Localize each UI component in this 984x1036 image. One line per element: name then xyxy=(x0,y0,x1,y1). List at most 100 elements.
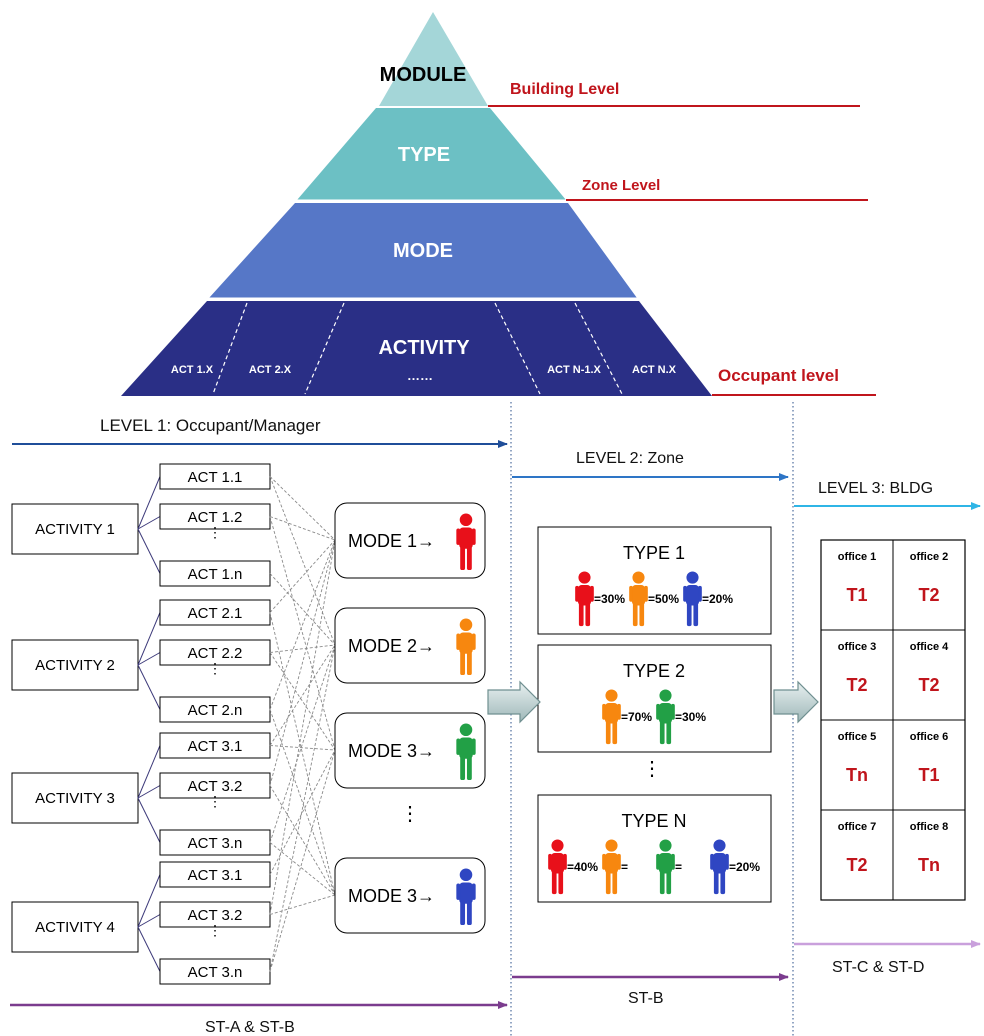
pyramid-act-nx: ACT N.X xyxy=(632,364,677,376)
act-label: ACT 3.2 xyxy=(188,778,243,795)
act-label: ACT 1.n xyxy=(188,566,243,583)
office-type: T2 xyxy=(918,675,939,695)
activity-act-link xyxy=(137,612,161,666)
act-box xyxy=(159,560,271,587)
act-box xyxy=(159,463,271,490)
mode-label: MODE 1→ xyxy=(348,531,435,551)
office-type: T2 xyxy=(846,675,867,695)
activity-act-link xyxy=(137,914,161,928)
level1-label: LEVEL 1: Occupant/Manager xyxy=(100,416,321,435)
modes-group: MODE 1→MODE 2→MODE 3→MODE 3→⋮ xyxy=(334,502,486,934)
act-mode-link xyxy=(269,785,336,896)
act-ellipsis: ⋮ xyxy=(208,524,222,540)
act-ellipsis: ⋮ xyxy=(208,922,222,938)
types-group: TYPE 1=30%=50%=20%TYPE 2=70%=30%TYPE N=4… xyxy=(537,526,772,903)
act-mode-link xyxy=(269,539,336,613)
pyramid-act-1x: ACT 1.X xyxy=(171,364,214,376)
office-name: office 7 xyxy=(838,821,877,833)
office-type: Tn xyxy=(918,855,940,875)
level-label-occupant: Occupant level xyxy=(718,366,839,385)
office-type: T1 xyxy=(846,585,867,605)
office-cell-border xyxy=(892,809,966,901)
activity-act-link xyxy=(137,745,161,799)
activity-act-link xyxy=(137,652,161,666)
mode-box xyxy=(334,712,486,789)
types-ellipsis: ⋮ xyxy=(642,758,662,780)
activity-act-link xyxy=(137,785,161,799)
office-cell: office 7T2 xyxy=(820,809,894,901)
level3-label: LEVEL 3: BLDG xyxy=(818,480,933,497)
act-label: ACT 3.2 xyxy=(188,907,243,924)
office-name: office 2 xyxy=(910,551,949,563)
activity-label: ACTIVITY 2 xyxy=(35,657,115,674)
act-mode-link xyxy=(269,573,336,646)
activity-label: ACTIVITY 4 xyxy=(35,919,115,936)
act-label: ACT 2.1 xyxy=(188,605,243,622)
act-box xyxy=(159,958,271,985)
act-mode-link xyxy=(269,644,336,843)
act-mode-link xyxy=(269,476,336,646)
share-percent: = xyxy=(675,860,682,874)
activity-act-link xyxy=(137,874,161,928)
mode-1: MODE 1→ xyxy=(334,502,486,579)
share-percent: =30% xyxy=(675,710,706,724)
act-mode-link xyxy=(269,476,336,541)
activity-box xyxy=(11,639,139,691)
modes-ellipsis: ⋮ xyxy=(400,803,420,825)
share-percent: =20% xyxy=(702,592,733,606)
act-label: ACT 3.n xyxy=(188,835,243,852)
act-mode-links xyxy=(269,476,336,972)
mode-label: MODE 3→ xyxy=(348,886,435,906)
act-label: ACT 1.2 xyxy=(188,509,243,526)
office-type: T2 xyxy=(918,585,939,605)
act-mode-link xyxy=(269,516,336,751)
offices-group: office 1 T1 office 2 T2 office 3 T2 office 4 T2… xyxy=(820,539,966,901)
act-mode-link xyxy=(269,539,336,915)
act-box xyxy=(159,639,271,666)
activity-box xyxy=(11,503,139,555)
pyramid-label-module: MODULE xyxy=(380,64,467,86)
act-mode-link xyxy=(269,516,336,541)
act-label: ACT 2.n xyxy=(188,702,243,719)
activity-act-link xyxy=(137,797,161,843)
office-name: office 3 xyxy=(838,641,877,653)
level-label-zone: Zone Level xyxy=(582,177,660,194)
act-label: ACT 2.2 xyxy=(188,645,243,662)
activity-label: ACTIVITY 3 xyxy=(35,790,115,807)
mode-4: MODE 3→ xyxy=(334,857,486,934)
share-percent: =70% xyxy=(621,710,652,724)
mode-box xyxy=(334,857,486,934)
arrow-level2-to-level3 xyxy=(773,680,819,724)
act-mode-link xyxy=(269,842,336,896)
type-box xyxy=(537,644,772,753)
act-box xyxy=(159,503,271,530)
act-mode-link xyxy=(269,539,336,786)
office-name: office 1 xyxy=(838,551,877,563)
level-label-building: Building Level xyxy=(510,81,619,98)
share-percent: =50% xyxy=(648,592,679,606)
office-type: T1 xyxy=(918,765,939,785)
pyramid-tier-mode xyxy=(209,203,637,298)
act-label: ACT 3.n xyxy=(188,964,243,981)
activity-label: ACTIVITY 1 xyxy=(35,521,115,538)
act-box xyxy=(159,732,271,759)
activity-act-link xyxy=(137,476,161,530)
act-mode-link xyxy=(269,612,336,896)
activity-act-link xyxy=(137,528,161,574)
office-name: office 4 xyxy=(910,641,949,653)
act-box xyxy=(159,829,271,856)
pyramid-act-2x: ACT 2.X xyxy=(249,364,292,376)
office-name: office 6 xyxy=(910,731,949,743)
mode-2: MODE 2→ xyxy=(334,607,486,684)
act-ellipsis: ⋮ xyxy=(208,660,222,676)
activity-act-link xyxy=(137,926,161,972)
pyramid-label-mode: MODE xyxy=(393,240,453,262)
activity-act-link xyxy=(137,664,161,710)
type-title: TYPE 1 xyxy=(623,543,685,563)
office-cell: office 3 T2 xyxy=(820,629,894,721)
act-box xyxy=(159,696,271,723)
mode-box xyxy=(334,502,486,579)
